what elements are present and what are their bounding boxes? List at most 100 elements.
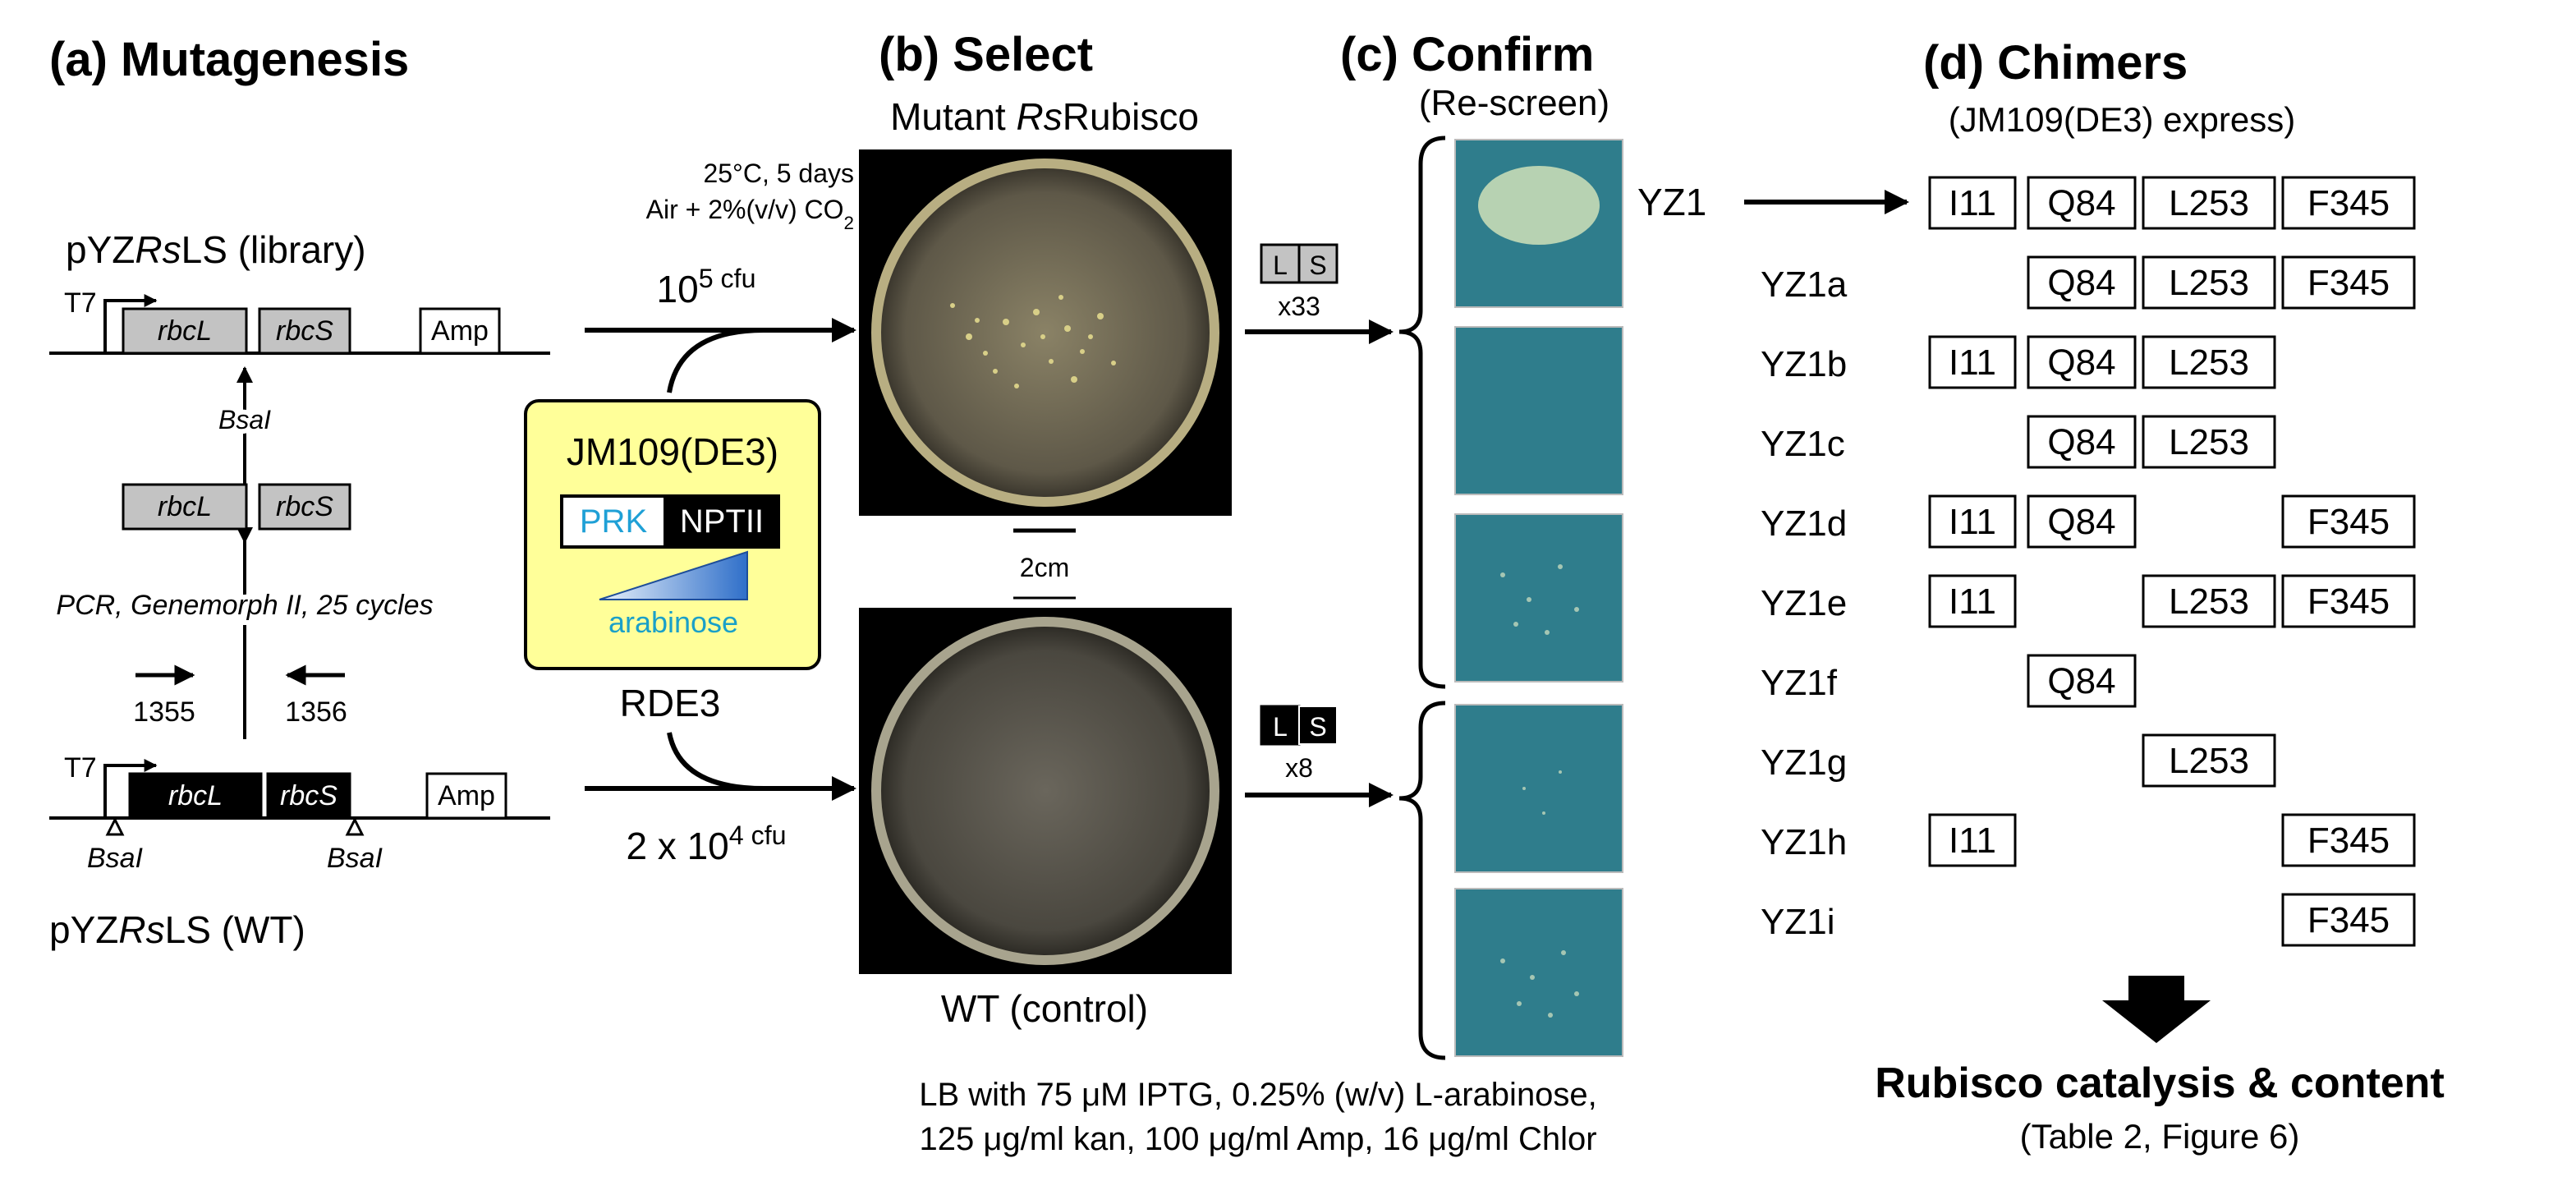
mutation-box: [1928, 574, 2017, 628]
pcr-halo: PCR, Genemorph II, 25 cycles: [56, 590, 433, 621]
rbcL-box-wt: [128, 772, 263, 820]
nptii-box: [664, 494, 780, 549]
L-box-mutant: [1260, 243, 1301, 284]
mutant-colonies: [950, 295, 1116, 388]
rbcS-box-library: [258, 307, 351, 355]
count-mutant: x33: [1278, 292, 1320, 321]
scale-bar-label: 2cm: [1020, 553, 1069, 582]
mutation-box: [2142, 415, 2276, 469]
amp-label-wt: Amp: [438, 780, 495, 811]
S-label-wt: S: [1309, 712, 1326, 742]
cfu-library-label: 105 cfu: [657, 264, 756, 310]
mutation-box: [2281, 255, 2416, 310]
panel-c-subtitle: (Re-screen): [1419, 83, 1609, 123]
rbcS-label-pcr: rbcS: [276, 491, 333, 522]
amp-box-library: [419, 307, 501, 355]
rbcS-box-wt: [266, 772, 351, 820]
mutation-box: [1928, 494, 2017, 549]
panel-c: (c) Confirm (Re-screen) L S x33 L S x8: [1245, 28, 1623, 1060]
mutation-box: [2027, 255, 2137, 310]
medium-line-2: 125 μg/ml kan, 100 μg/ml Amp, 16 μg/ml C…: [919, 1121, 1596, 1157]
rbcL-box-pcr: [122, 483, 248, 531]
arabinose-label: arabinose: [608, 605, 738, 639]
prk-label: PRK: [580, 503, 648, 540]
rbcL-label-pcr: rbcL: [158, 491, 212, 522]
panel-a: (a) Mutagenesis pYZRsLS (library) T7 rbc…: [49, 33, 550, 951]
arabinose-gradient-wedge: [599, 550, 748, 600]
t7-promoter-arrow-wt: [103, 759, 158, 818]
t7-promoter-arrow-library: [103, 294, 158, 353]
brace-mutant: [1398, 136, 1446, 689]
S-box-wt: [1298, 706, 1338, 745]
wt-control-label: WT (control): [941, 987, 1148, 1030]
mutant-rubisco-label: Mutant RsRubisco: [890, 95, 1199, 138]
count-wt: x8: [1285, 753, 1313, 783]
rescreen-plate-5: [1454, 888, 1623, 1057]
rbcS-box-pcr: [258, 483, 351, 531]
panel-d-title: (d) Chimers: [1923, 36, 2188, 90]
mutation-box: [1928, 176, 2017, 230]
brace-wt: [1398, 701, 1446, 1060]
mutation-box: [2142, 733, 2276, 788]
chimer-label: YZ1h: [1761, 822, 1847, 862]
mutation-label: I11: [1949, 581, 1996, 622]
S-box-mutant: [1297, 243, 1339, 284]
medium-line-1: LB with 75 μM IPTG, 0.25% (w/v) L-arabin…: [919, 1077, 1597, 1113]
L-label-mutant: L: [1273, 250, 1288, 280]
mutation-label: F345: [2307, 581, 2390, 622]
mutation-label: L253: [2169, 741, 2249, 781]
outcome-label: Rubisco catalysis & content: [1875, 1059, 2445, 1107]
bsai-label-left: BsaI: [87, 843, 144, 874]
pcr-label: PCR, Genemorph II, 25 cycles: [56, 590, 433, 621]
mutation-box: [2142, 335, 2276, 389]
bsai-label-right: BsaI: [327, 843, 383, 874]
strain-label: JM109(DE3): [567, 430, 778, 473]
strain-merge-curve-bottom: [667, 732, 765, 791]
mutation-label: Q84: [2047, 263, 2115, 303]
nptii-label: NPTII: [680, 503, 764, 540]
chimer-label: YZ1g: [1761, 742, 1847, 783]
chimer-label: YZ1i: [1761, 902, 1834, 942]
mutation-label: Q84: [2047, 183, 2115, 223]
mutation-box: [2027, 415, 2137, 469]
chimer-label: YZ1f: [1761, 663, 1838, 703]
mutation-label: L253: [2169, 183, 2249, 223]
rescreen-plate-4: [1454, 704, 1623, 873]
panel-a-title: (a) Mutagenesis: [49, 33, 409, 86]
mutation-label: Q84: [2047, 502, 2115, 542]
mutation-label: Q84: [2047, 342, 2115, 383]
primer-reverse-label: 1356: [285, 696, 347, 728]
amp-box-wt: [425, 772, 507, 820]
outcome-reference: (Table 2, Figure 6): [2020, 1117, 2300, 1156]
mutation-label: I11: [1949, 183, 1996, 223]
mutation-label: I11: [1949, 342, 1996, 383]
mutation-box: [2142, 255, 2276, 310]
mutation-label: L253: [2169, 581, 2249, 622]
mutation-box: [2281, 176, 2416, 230]
L-box-wt: [1260, 705, 1301, 746]
t7-label-wt: T7: [64, 752, 97, 784]
chimer-label: YZ1b: [1761, 344, 1847, 384]
mutation-label: L253: [2169, 263, 2249, 303]
plasmid-library-label: pYZRsLS (library): [66, 228, 366, 271]
L-label-wt: L: [1273, 712, 1288, 742]
rde3-label: RDE3: [620, 682, 721, 724]
mutation-label: L253: [2169, 422, 2249, 462]
mutation-label: F345: [2307, 820, 2390, 861]
rescreen-plate-2: [1454, 326, 1623, 495]
chimer-label: YZ1d: [1761, 503, 1847, 544]
rbcL-label-library: rbcL: [158, 315, 212, 347]
rbcL-label-wt: rbcL: [168, 780, 223, 811]
dense-colony-cluster: [1478, 166, 1600, 245]
mutation-label: I11: [1949, 502, 1996, 542]
bsai-halo: BsaI: [218, 405, 271, 434]
mutation-box: [2281, 574, 2416, 628]
panel-b: (b) Select Mutant RsRubisco 25°C, 5 days…: [524, 28, 1597, 1157]
rescreen-plate-3: [1454, 513, 1623, 683]
mutation-box: [2027, 494, 2137, 549]
rescreen-plates: [1454, 139, 1623, 1057]
sparse-colonies: [1500, 564, 1579, 1018]
mutation-box: [1928, 335, 2017, 389]
